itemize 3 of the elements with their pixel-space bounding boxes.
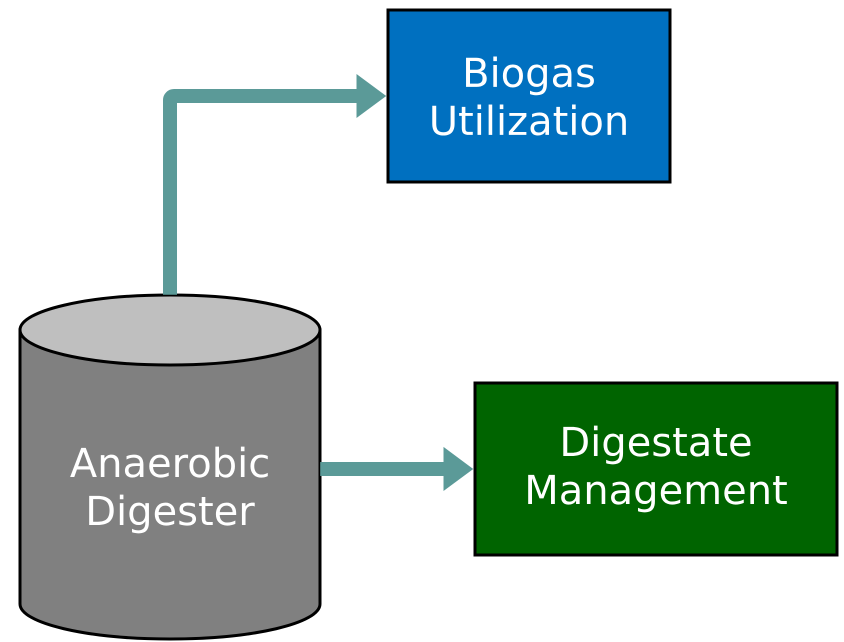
tank-cylinder: Anaerobic Digester — [18, 294, 322, 640]
process-box: Digestate Management — [474, 382, 838, 556]
process-box: Biogas Utilization — [386, 8, 672, 184]
